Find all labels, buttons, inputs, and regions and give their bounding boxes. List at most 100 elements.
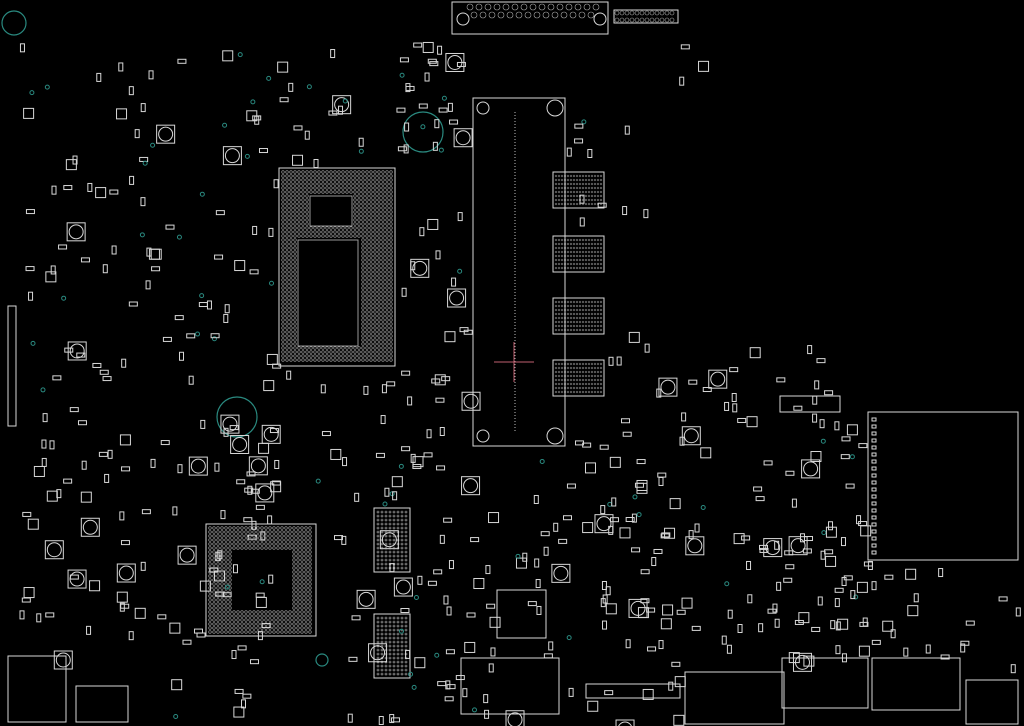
bga-ball [554,194,558,198]
bga-ball [300,622,304,626]
usb-connector[interactable] [781,657,869,709]
bga-ball [584,316,588,320]
bga-ball [381,202,385,206]
bga-ball [587,378,591,382]
hdmi-connector[interactable] [684,671,785,725]
smd-component [856,515,862,525]
memory-slot[interactable] [472,97,566,447]
bga-ball [369,174,373,178]
bga-ball [293,186,297,190]
top-connector[interactable] [451,1,609,35]
ic-component [662,604,674,616]
bga-ball [369,214,373,218]
bga-ball [373,294,377,298]
bga-ball [236,626,240,630]
usb-connector[interactable] [460,657,560,715]
smd-component [148,70,154,80]
bga-ball [381,210,385,214]
bga-ball [285,322,289,326]
bga-ball [272,542,276,546]
bga-ball [313,190,317,194]
bga-ball [373,190,377,194]
via [607,501,613,507]
bga-ball [572,308,576,312]
card-connector[interactable] [75,685,129,723]
power-jack[interactable] [965,679,1019,725]
pin-header[interactable] [613,9,679,24]
bga-ball [596,266,600,270]
smd-component [694,523,700,533]
smd-component [657,472,667,478]
bga-ball [581,250,585,254]
vram-chip[interactable] [373,507,411,573]
bga-ball [276,622,280,626]
cpu-bga[interactable] [278,167,396,367]
bga-ball [373,266,377,270]
pch-bga[interactable] [205,523,317,637]
bga-ball [566,366,570,370]
bga-ball [300,546,304,550]
bga-ball [377,178,381,182]
bga-ball [578,178,582,182]
bga-ball [361,310,365,314]
memory-chip[interactable] [552,297,605,335]
bga-ball [281,206,285,210]
bga-ball [560,386,564,390]
memory-chip[interactable] [552,235,605,273]
bga-ball [575,390,579,394]
bga-ball [288,534,292,538]
smd-component [399,57,409,63]
memory-chip[interactable] [552,171,605,209]
bga-ball [563,178,567,182]
ec-chip[interactable] [867,411,1019,561]
bga-ball [353,222,357,226]
bga-ball [296,618,300,622]
bga-ball [590,366,594,370]
bga-ball [587,254,591,258]
via [853,594,859,600]
bga-ball [212,614,216,618]
bga-ball [345,234,349,238]
bga-ball [208,574,212,578]
bga-ball [599,178,603,182]
bga-ball [341,174,345,178]
fpc-connector[interactable] [779,395,841,413]
bga-ball [384,554,388,558]
usb-connector[interactable] [871,657,961,711]
smd-component [602,620,608,630]
smd-component [819,419,825,429]
smd-component [448,560,454,570]
bga-ball [361,358,365,362]
audio-jack[interactable] [7,655,67,723]
via [820,438,826,444]
bga-ball [208,602,212,606]
bga-ball [578,250,582,254]
bga-ball [300,590,304,594]
bga-ball [587,238,591,242]
bga-ball [272,614,276,618]
fpc-connector[interactable] [585,683,681,699]
bga-ball [381,262,385,266]
bga-ball [569,328,573,332]
bga-ball [373,182,377,186]
pin-strip[interactable] [7,305,17,427]
bga-ball [392,628,396,632]
bga-ball [228,574,232,578]
memory-chip[interactable] [552,359,605,397]
bga-ball [300,586,304,590]
bga-ball [228,526,232,530]
bga-ball [566,198,570,202]
bga-ball [288,618,292,622]
bga-ball [392,522,396,526]
bga-ball [353,218,357,222]
bga-ball [560,362,564,366]
via [142,160,148,166]
bga-ball [404,628,408,632]
bga-ball [584,378,588,382]
bga-ball [587,11,595,19]
bga-ball [392,514,396,518]
qfn-chip[interactable] [496,589,547,639]
bga-ball [293,322,297,326]
smd-component [597,202,607,208]
